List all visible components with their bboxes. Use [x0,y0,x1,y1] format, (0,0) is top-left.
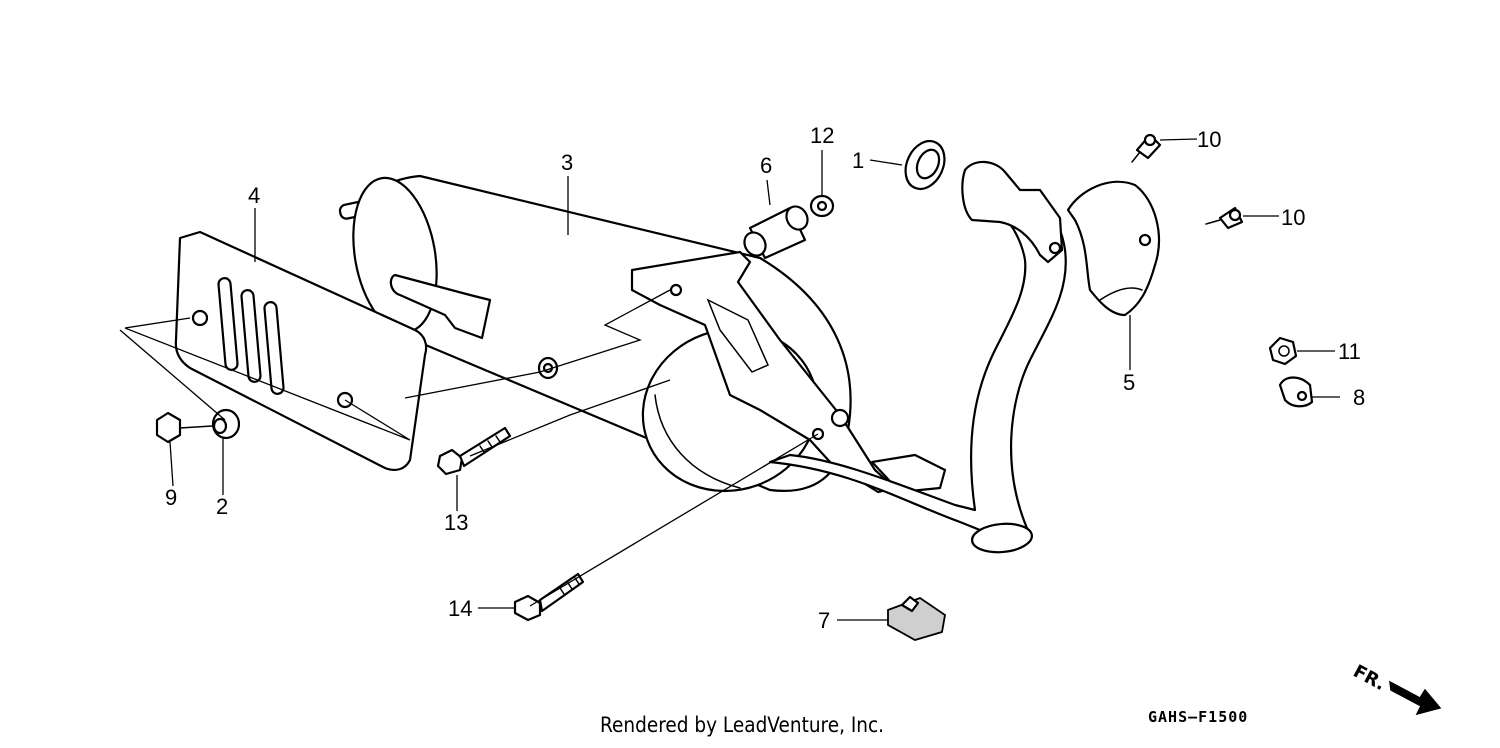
callout-12: 12 [810,123,834,148]
collar-6 [743,205,809,260]
leader-lines [119,138,1340,621]
bolt-9 [155,411,213,444]
nut-8 [1278,376,1314,408]
front-direction-arrow: FR. [1350,661,1442,716]
rubber-mount [537,356,559,380]
callout-1: 1 [852,148,864,173]
nut-11 [1268,336,1298,366]
callout-2: 2 [216,494,228,519]
callout-13: 13 [444,510,468,535]
pipe-protector-5 [1066,180,1160,317]
callout-5: 5 [1123,370,1135,395]
collar-12 [809,194,835,218]
callout-14: 14 [448,596,472,621]
heat-shield-4 [174,230,428,471]
gasket-1 [904,139,946,191]
block-7 [887,595,946,641]
callout-labels: 1 2 3 4 5 6 7 8 9 10 10 11 12 13 14 [165,123,1365,633]
callout-7: 7 [818,608,830,633]
callout-6: 6 [760,153,772,178]
callout-3: 3 [561,150,573,175]
callout-4: 4 [248,183,260,208]
diagram-code: GAHS—F1500 [1148,708,1249,726]
front-direction-label: FR. [1350,661,1389,695]
callout-9: 9 [165,485,177,510]
callout-10-lower: 10 [1281,205,1305,230]
credit-text: Rendered by LeadVenture, Inc. [600,713,885,737]
bolt-13 [436,426,512,476]
bolt-10-lower [1205,206,1244,230]
grommet-2 [211,408,241,440]
bolt-14 [513,572,585,622]
exhaust-pipe [768,160,1067,554]
callout-10-upper: 10 [1197,127,1221,152]
callout-8: 8 [1353,385,1365,410]
callout-11: 11 [1338,339,1361,364]
bolt-10-upper [1131,133,1162,163]
front-arrow-icon [1389,680,1442,716]
